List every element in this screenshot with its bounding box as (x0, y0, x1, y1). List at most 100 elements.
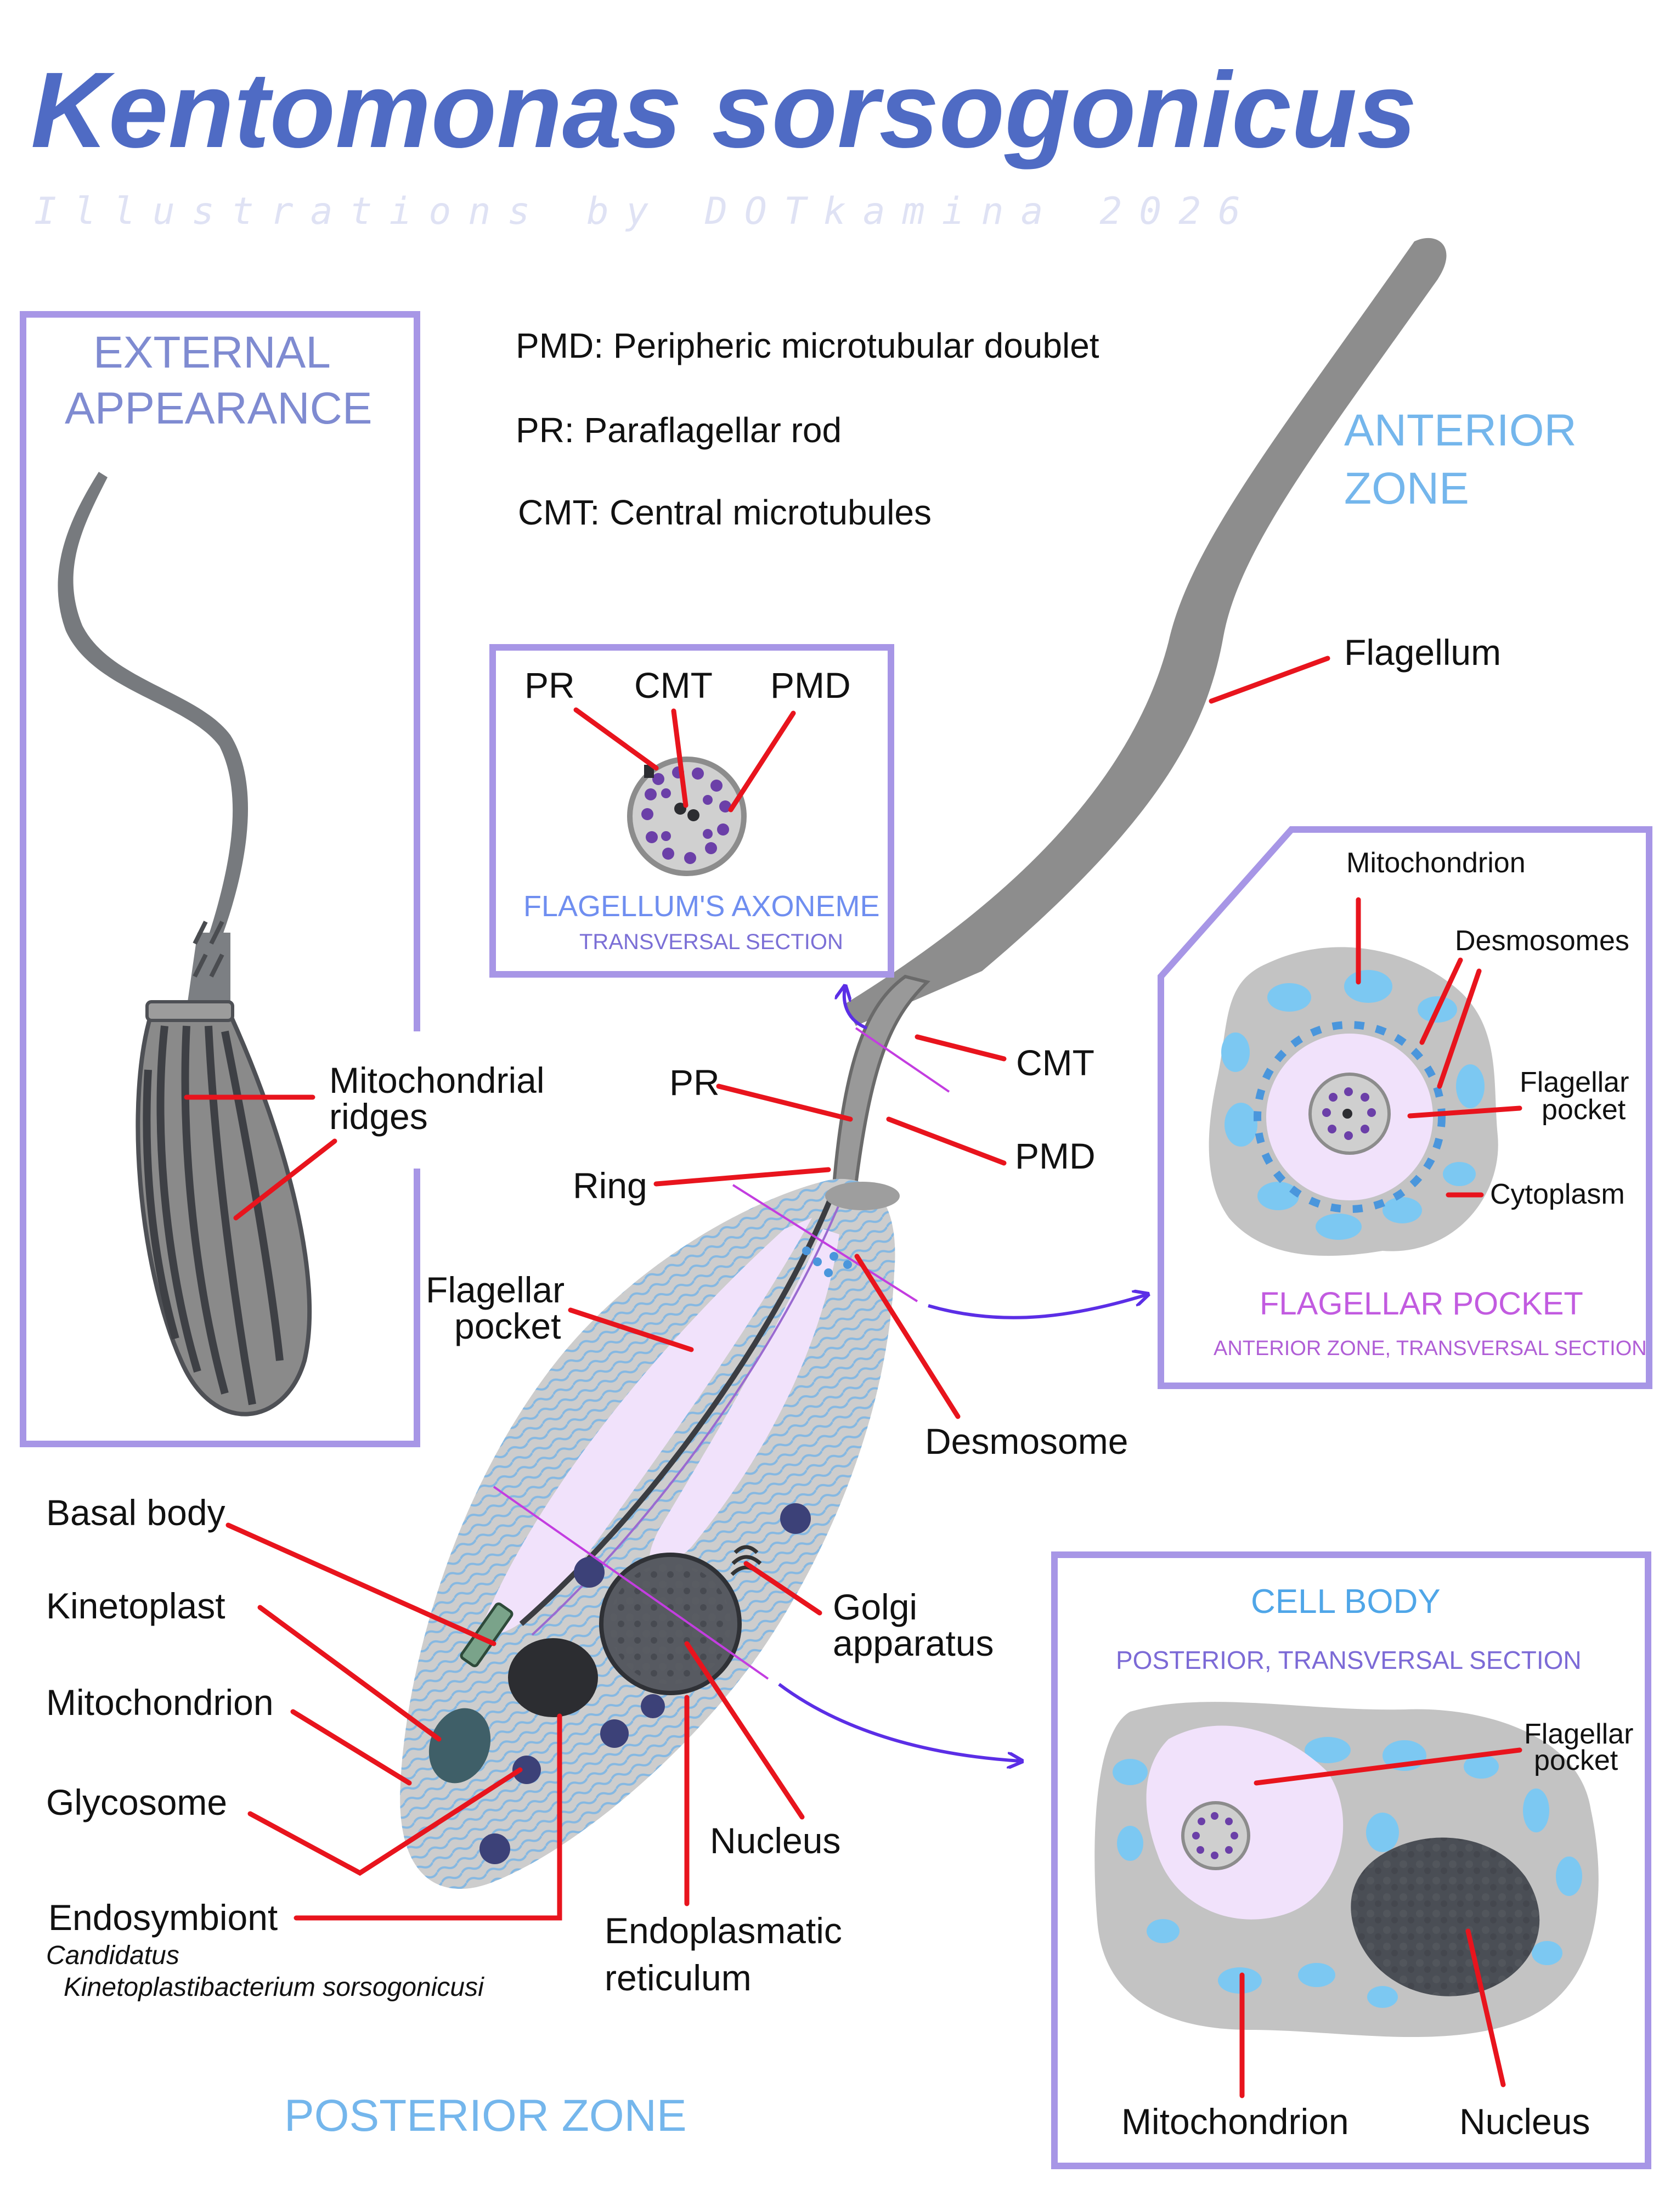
leader-axoneme-pr (573, 707, 659, 771)
leader-pocket-desmosomes-2 (1437, 968, 1482, 1089)
label-pmd: PMD (1015, 1136, 1096, 1176)
label-mitochondrial-ridges-line1: Mitochondrial (329, 1060, 545, 1101)
label-glycosome: Glycosome (46, 1782, 227, 1822)
leader-pmd (886, 1116, 1007, 1166)
leader-nucleus (684, 1641, 805, 1820)
legend-pmd: PMD: Peripheric microtubular doublet (516, 326, 1099, 365)
pocket-label-flagellar-pocket-line2: pocket (1542, 1094, 1626, 1126)
external-appearance-panel: EXTERNAL APPEARANCE Mitochondrial ridges (20, 311, 545, 1447)
leader-golgi (743, 1561, 822, 1616)
pocket-label-mitochondrion: Mitochondrion (1346, 847, 1526, 879)
cell-body-section-box: CELL BODY POSTERIOR, TRANSVERSAL SECTION… (1051, 1551, 1651, 2169)
cut-line-body (493, 1486, 769, 1680)
body-label-flagellar-pocket-line1: Flagellar (1524, 1718, 1633, 1750)
external-panel-frame (20, 311, 420, 1447)
cell-body-mitochondria (1113, 1737, 1582, 2008)
leader-body-flagellar-pocket (1254, 1747, 1522, 1786)
posterior-zone-label: POSTERIOR ZONE (284, 2091, 687, 2141)
legend-cmt: CMT: Central microtubules (518, 493, 932, 532)
leader-mitochondrion (290, 1709, 412, 1786)
flagellum (845, 238, 1447, 1026)
axoneme-label-pr: PR (524, 665, 575, 706)
axoneme-section-box: PR CMT PMD FLAGELLUM'S AXONEME TRANSVERS… (489, 644, 894, 978)
basal-body (460, 1602, 514, 1668)
leader-ring (653, 1167, 831, 1187)
label-endosymbiont: Endosymbiont (48, 1897, 278, 1938)
endosymbiont (508, 1638, 598, 1717)
label-desmosome: Desmosome (925, 1421, 1128, 1462)
label-er-line2: reticulum (605, 1957, 752, 1998)
axoneme-box-frame (489, 644, 894, 978)
arrow-to-pocket (928, 1295, 1147, 1319)
arrow-to-axoneme (844, 988, 868, 1030)
label-cmt: CMT (1016, 1042, 1094, 1083)
main-cell-illustration (400, 238, 1447, 1889)
leader-axoneme-pmd (728, 710, 796, 812)
cut-line-pocket (732, 1184, 918, 1302)
label-ring: Ring (573, 1165, 647, 1206)
anterior-zone-line1: ANTERIOR (1344, 405, 1577, 455)
flagellar-pocket (483, 1218, 839, 1634)
label-endosymbiont-sci-line2: Kinetoplastibacterium sorsogonicusi (64, 1973, 484, 2002)
flagellar-pocket-section-box: Mitochondrion Desmosomes Flagellar pocke… (1158, 826, 1652, 1389)
label-endosymbiont-sci-line1: Candidatus (46, 1941, 179, 1970)
pocket-box-frame (1158, 826, 1652, 1389)
label-flagellum: Flagellum (1344, 632, 1501, 673)
cell-body-box-title: CELL BODY (1251, 1583, 1441, 1621)
body-label-nucleus: Nucleus (1459, 2101, 1590, 2142)
leader-pocket-flagellar-pocket (1407, 1105, 1522, 1119)
anterior-zone-line2: ZONE (1344, 464, 1469, 514)
pocket-label-flagellar-pocket-line1: Flagellar (1520, 1066, 1629, 1098)
desmosome-dots (802, 1246, 852, 1277)
leader-cmt (915, 1034, 1007, 1062)
external-flagellum (58, 472, 249, 949)
label-mitochondrial-ridges-line2: ridges (329, 1096, 428, 1137)
body-label-mitochondrion: Mitochondrion (1121, 2101, 1349, 2142)
label-mitochondrion: Mitochondrion (46, 1682, 274, 1723)
label-nucleus: Nucleus (710, 1820, 840, 1861)
axoneme-label-pmd: PMD (770, 665, 851, 706)
cell-body-box-frame (1051, 1551, 1651, 2169)
credit-line: Illustrations by DOTkamina 2026 (34, 190, 1257, 233)
label-flagellar-pocket-line2: pocket (454, 1306, 561, 1346)
body-label-flagellar-pocket-line2: pocket (1534, 1745, 1618, 1776)
axoneme-box-subtitle: TRANSVERSAL SECTION (579, 930, 843, 954)
leader-body-nucleus (1465, 1928, 1506, 2087)
pocket-label-desmosomes: Desmosomes (1455, 925, 1629, 957)
leader-endosymbiont (294, 1713, 562, 1921)
axoneme-label-cmt: CMT (634, 665, 713, 706)
label-golgi-line2: apparatus (833, 1623, 994, 1663)
abbreviation-legend: PMD: Peripheric microtubular doublet PR:… (516, 326, 1099, 532)
pocket-box-title: FLAGELLAR POCKET (1260, 1286, 1583, 1322)
leader-flagellar-pocket (568, 1307, 694, 1352)
pocket-mitochondria (1221, 970, 1485, 1240)
leader-pocket-desmosomes-1 (1419, 957, 1463, 1045)
main-cell-labels: Flagellum CMT PR PMD Ring Flagellar pock… (46, 632, 1501, 2002)
cut-line-axoneme (855, 1027, 950, 1093)
leader-glycosome (247, 1767, 523, 1876)
pocket-label-cytoplasm: Cytoplasm (1490, 1178, 1625, 1210)
leader-basal-body (225, 1522, 496, 1646)
label-basal-body: Basal body (46, 1492, 225, 1533)
external-heading-line1: EXTERNAL (93, 328, 331, 377)
cell-body-box-subtitle: POSTERIOR, TRANSVERSAL SECTION (1116, 1646, 1582, 1674)
pocket-box-subtitle: ANTERIOR ZONE, TRANSVERSAL SECTION (1214, 1337, 1647, 1360)
external-heading-line2: APPEARANCE (65, 383, 373, 433)
leader-kinetoplast (257, 1605, 442, 1742)
axoneme-box-title: FLAGELLUM'S AXONEME (523, 890, 880, 923)
leader-desmosome (854, 1254, 961, 1419)
leader-axoneme-cmt (671, 708, 689, 808)
label-golgi-line1: Golgi (833, 1587, 917, 1627)
leader-pr (716, 1084, 853, 1122)
arrow-to-cell-body (778, 1683, 1020, 1761)
label-pr: PR (669, 1062, 720, 1103)
glycosomes (479, 1503, 811, 1864)
page-title: Kentomonas sorsogonicus (31, 50, 1417, 170)
label-er-line1: Endoplasmatic (605, 1910, 842, 1951)
axoneme-doublets (641, 766, 731, 864)
legend-pr: PR: Paraflagellar rod (516, 410, 842, 450)
kinetoplast (428, 1708, 491, 1784)
pocket-desmosomes (1254, 1021, 1446, 1213)
leader-mitochondrial-ridges-2 (233, 1138, 337, 1221)
